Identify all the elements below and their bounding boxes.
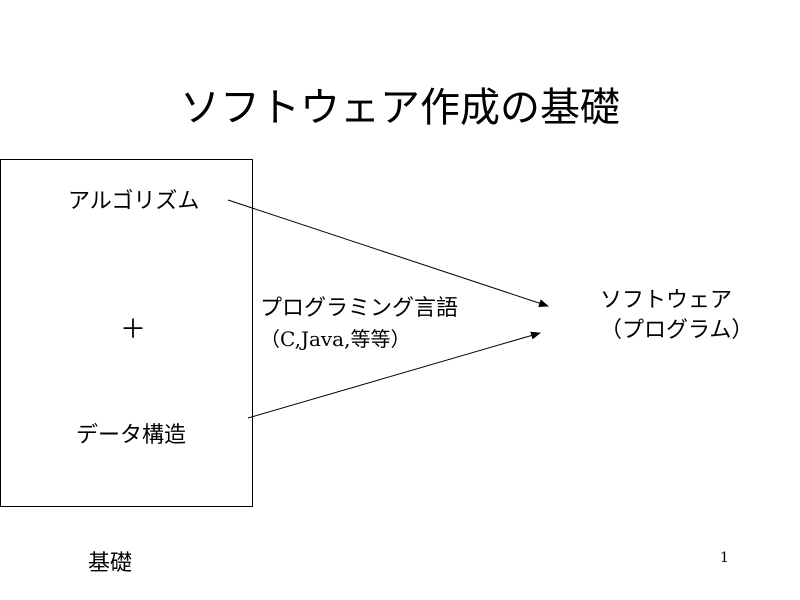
foundation-label: 基礎 [88, 551, 133, 576]
data-structure-label: データ構造 [76, 423, 187, 448]
algorithm-label: アルゴリズム [68, 189, 200, 214]
slide-title: ソフトウェア作成の基礎 [180, 85, 620, 131]
page-number: 1 [720, 550, 729, 566]
software-program-label: （プログラム） [600, 318, 754, 343]
programming-language-block: プログラミング言語 （C,Java,等等） [260, 294, 458, 354]
software-block: ソフトウェア （プログラム） [600, 286, 753, 346]
software-label: ソフトウェア [600, 288, 733, 313]
arrow-data-structure-to-software [247, 331, 541, 419]
plus-sign: ＋ [120, 315, 147, 345]
arrow-algorithm-to-software [227, 199, 549, 307]
foundation-box [0, 159, 253, 507]
programming-language-examples: （C,Java,等等） [260, 327, 411, 351]
programming-language-label: プログラミング言語 [260, 296, 459, 321]
